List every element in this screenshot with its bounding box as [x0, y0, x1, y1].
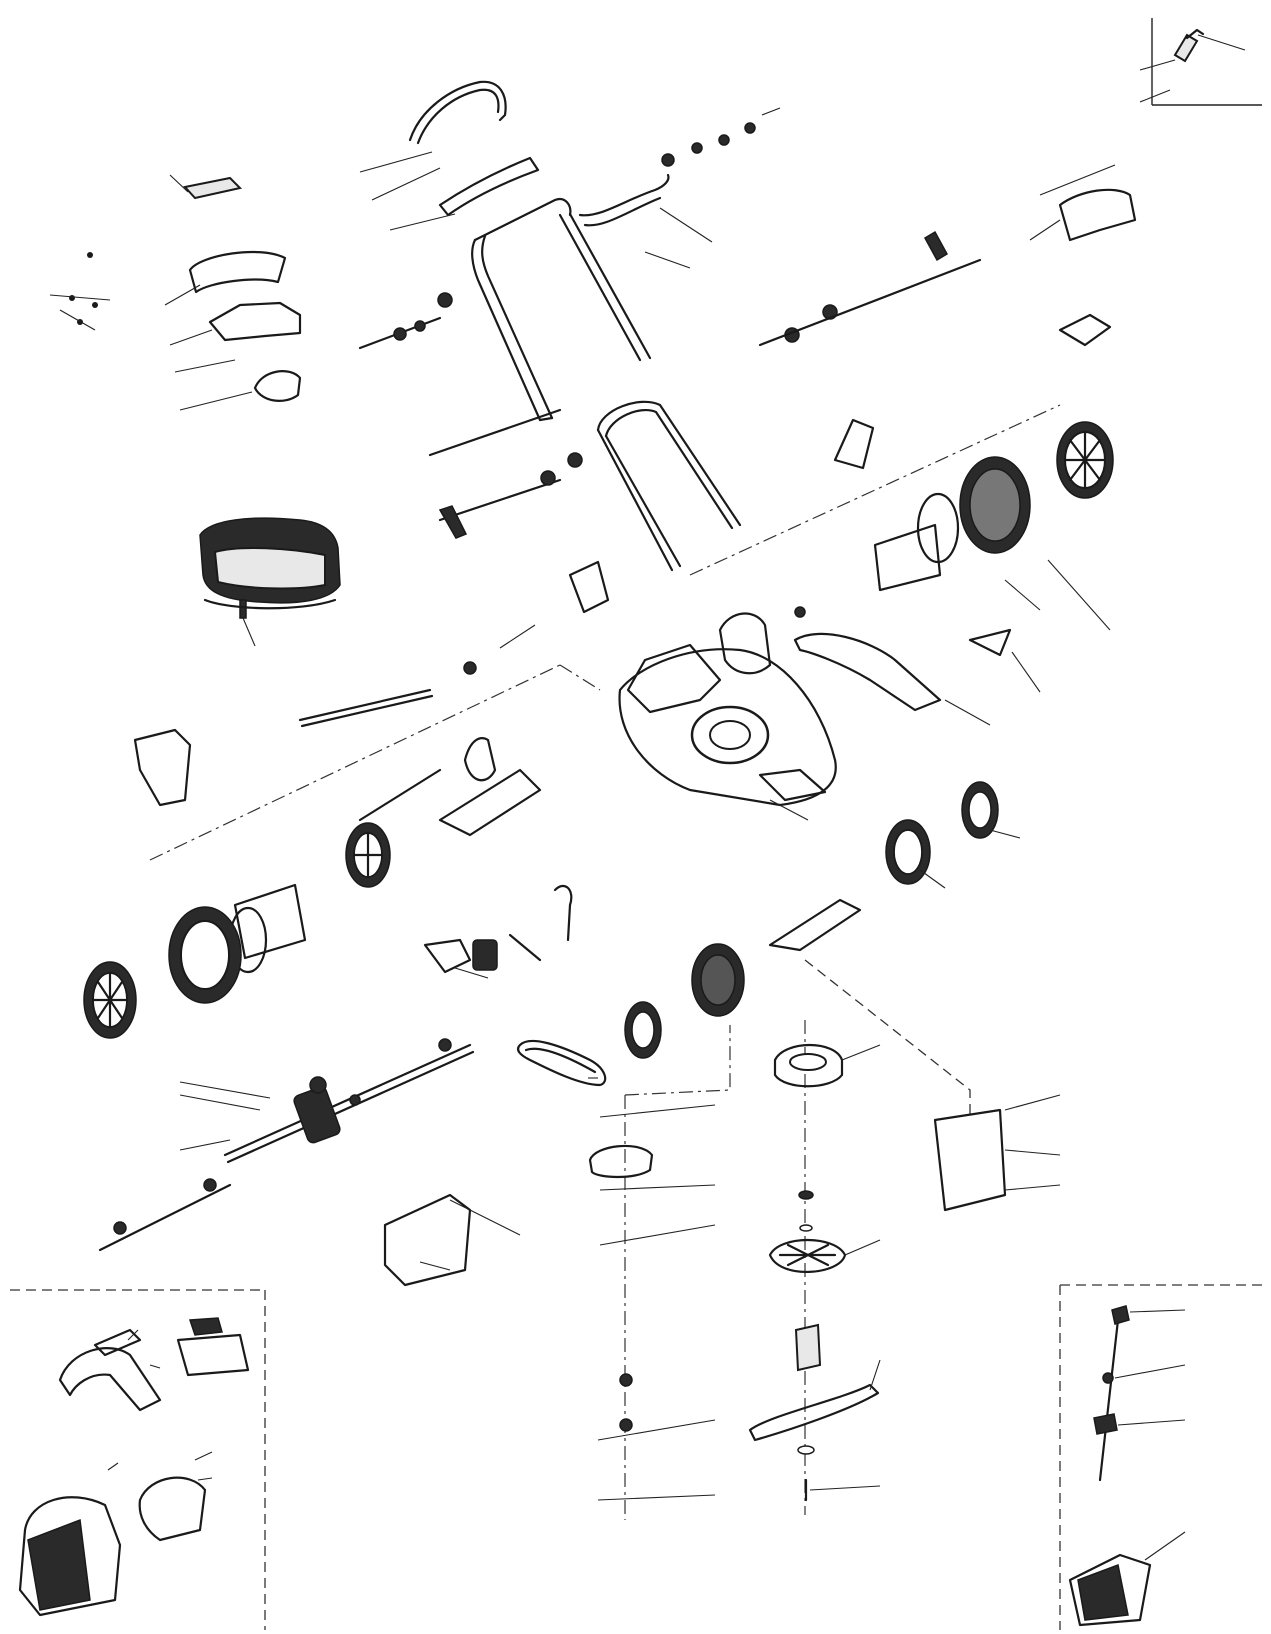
- upper-handle: [359, 80, 540, 231]
- rear-wheel-left: [83, 822, 391, 1039]
- rear-axle-left: [133, 664, 601, 861]
- upper-left-bracket: [164, 174, 302, 411]
- left-vertical-assembly: [588, 1025, 731, 1520]
- gear-drive: [423, 884, 573, 979]
- lower-center-bracket: [383, 1193, 521, 1287]
- right-lower-bracket: [804, 959, 1061, 1212]
- mid-bolts: [358, 292, 610, 675]
- engine: [199, 517, 341, 647]
- rear-wheel-right: [689, 404, 1114, 592]
- deck-accessories: [718, 559, 1111, 726]
- control-cables: [578, 107, 781, 269]
- mower-deck: [618, 643, 837, 821]
- drive-belt: [516, 1040, 607, 1087]
- front-wheels: [624, 781, 1021, 1059]
- left-small-parts: [49, 252, 111, 331]
- inset-grass-catcher: [10, 1289, 266, 1630]
- inset-height-lever: [1059, 1284, 1265, 1630]
- inset-top-right: [1139, 18, 1262, 106]
- blade-assembly: [748, 1020, 881, 1515]
- transmission: [98, 1038, 475, 1252]
- right-upper-parts: [758, 164, 1137, 470]
- handle-frame: [471, 197, 742, 572]
